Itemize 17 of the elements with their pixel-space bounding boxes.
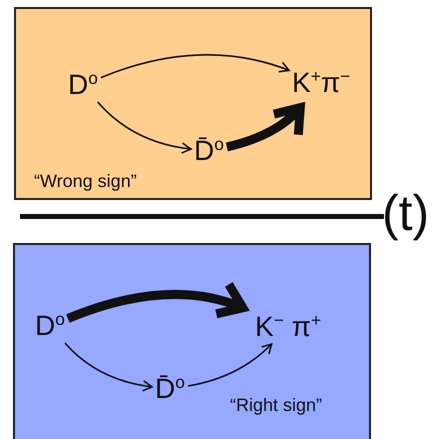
panel-caption: “Wrong sign” [34,171,137,192]
arrow [64,342,153,392]
particle-label: D̄$^{o}$ [194,137,224,165]
arrow [66,280,248,323]
time-label: (t) [382,188,430,238]
particle-label: K$^{+}$π$^{−}$ [292,69,350,97]
particle-label: D$^{o}$ [35,312,65,340]
panel [13,243,371,439]
panel [14,7,372,200]
arrow [100,54,290,78]
arrow [188,343,272,387]
arrow [226,103,305,152]
particle-label: K$^{−}$ π$^{+}$ [255,313,322,341]
particle-label: D̄$^{o}$ [155,375,185,403]
arrow [97,101,192,154]
panel-caption: “Right sign” [230,395,322,416]
particle-label: D$^{o}$ [68,71,98,99]
